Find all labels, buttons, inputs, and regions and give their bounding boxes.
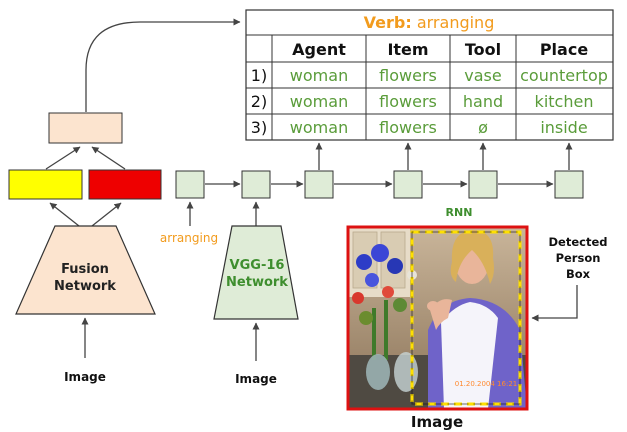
detected-person-box [410,230,522,406]
rnn-label: RNN [446,206,473,219]
vgg-label-line2: Network [226,275,288,290]
fusion-output-box [48,112,123,144]
red-feature-box [88,169,162,200]
fusion-label-line1: Fusion [61,262,109,277]
rnn-cell-3 [393,170,423,199]
table-title: Verb: arranging [364,13,495,32]
cell-tool: hand [463,92,503,111]
table-border [245,9,614,141]
fusion-to-red-arrow [91,202,122,227]
input-photo: 01.20.2004 16:21 Image [346,225,529,431]
rnn-chain: arranging RNN [160,142,584,245]
row-index: 1) [251,66,267,85]
verb-role-table: Verb: arranging Agent Item Tool Place 1)… [245,9,614,141]
cell-item: flowers [379,66,437,85]
rnn-cell-4 [468,170,498,199]
header-tool: Tool [465,40,501,59]
cell-place: inside [540,118,587,137]
detected-label-arrow [531,285,578,322]
cell-agent: woman [290,118,348,137]
cell-place: countertop [520,66,608,85]
cell-item: flowers [379,118,437,137]
vgg-label-line1: VGG-16 [230,258,285,273]
verb-value: arranging [417,13,495,32]
detected-person-annotation: Detected Person Box [531,235,608,322]
output-to-table-arrow [85,18,241,112]
fusion-branch: Fusion Network Image [8,18,241,384]
detected-label-line2: Person [556,251,601,265]
fusion-label-line2: Network [54,279,116,294]
rnn-cell-2 [304,170,334,199]
photo-person [427,230,527,409]
yellow-feature-box [8,169,83,200]
detected-label-line1: Detected [549,235,608,249]
photo-flowers [352,244,418,392]
rnn-cell-5 [554,170,584,199]
verb-input-label: arranging [160,231,218,245]
image-label-left: Image [64,370,106,384]
rnn-cell-1 [241,170,271,199]
cell-place: kitchen [535,92,594,111]
fusion-to-yellow-arrow [49,202,80,227]
fusion-network-block [15,225,156,315]
cell-item: flowers [379,92,437,111]
header-place: Place [540,40,588,59]
photo-date-stamp: 01.20.2004 16:21 [455,380,517,388]
cell-tool: ø [478,118,488,137]
rnn-cell-0 [175,170,205,199]
image-label-middle: Image [235,372,277,386]
image-red-border [346,225,529,411]
image-label-right: Image [411,413,463,431]
yellow-to-output-arrow [45,146,81,170]
detected-label-line3: Box [566,267,591,281]
row-index: 2) [251,92,267,111]
cell-agent: woman [290,92,348,111]
verb-label: Verb: [364,13,412,32]
red-to-output-arrow [91,146,126,170]
header-item: Item [387,40,428,59]
cell-tool: vase [464,66,501,85]
vgg-branch: VGG-16 Network Image [213,201,299,386]
vgg16-network-block [213,225,299,320]
header-agent: Agent [292,40,346,59]
cell-agent: woman [290,66,348,85]
row-index: 3) [251,118,267,137]
